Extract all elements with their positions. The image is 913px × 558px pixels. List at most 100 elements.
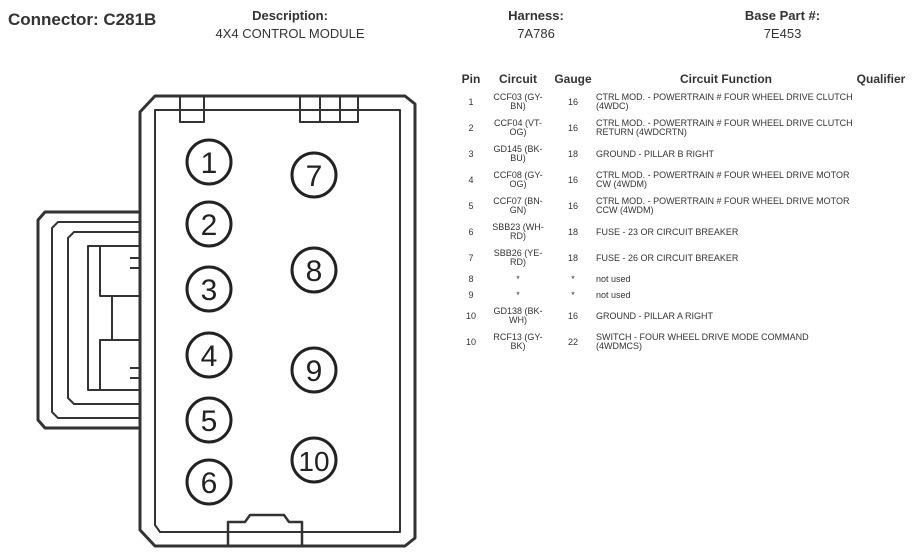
table-row: 1 CCF03 (GY-BN) 16 CTRL MOD. - POWERTRAIN #… xyxy=(456,89,906,115)
pin-number-label: 9 xyxy=(306,355,323,388)
pin-1: 1 xyxy=(185,138,233,186)
table-row: 10 RCF13 (GY-BK) 22 SWITCH - FOUR WHEEL DRI… xyxy=(456,329,906,355)
circuit-cell: * xyxy=(516,273,520,284)
function-cell: GROUND - PILLAR A RIGHT xyxy=(596,310,714,321)
function-cell: CTRL MOD. - POWERTRAIN # FOUR WHEEL DRIV… xyxy=(596,118,853,137)
gauge-cell: * xyxy=(571,273,575,284)
function-cell: FUSE - 23 OR CIRCUIT BREAKER xyxy=(596,226,739,237)
pin-2: 2 xyxy=(185,200,233,248)
table-row: 10 GD138 (BK-WH) 16 GROUND - PILLAR A RIGHT xyxy=(456,303,906,329)
function-cell: GROUND - PILLAR B RIGHT xyxy=(596,148,715,159)
pin-cell: 5 xyxy=(468,200,474,211)
pin-cell: 2 xyxy=(468,122,474,133)
gauge-cell: 16 xyxy=(567,96,578,107)
pin-circle xyxy=(185,396,233,444)
qualifier-cell xyxy=(856,245,906,271)
qualifier-cell xyxy=(856,303,906,329)
circuit-cell: SBB23 (WH-RD) xyxy=(492,222,544,241)
pin-circle xyxy=(185,331,233,379)
pin-circle xyxy=(290,246,338,294)
pin-cell: 4 xyxy=(468,174,474,185)
gauge-column-header: Gauge xyxy=(554,72,592,86)
pin-cell: 9 xyxy=(468,289,474,300)
harness-block: Harness: 7A786 xyxy=(476,8,596,41)
circuit-cell: CCF08 (GY-OG) xyxy=(493,170,543,189)
pin-number-label: 6 xyxy=(201,467,218,500)
circuit-cell: SBB26 (YE-RD) xyxy=(493,248,543,267)
gauge-cell: 16 xyxy=(567,174,578,185)
description-block: Description: 4X4 CONTROL MODULE xyxy=(195,8,385,41)
pin-cell: 7 xyxy=(468,252,474,263)
pin-cell: 8 xyxy=(468,273,474,284)
pin-cell: 10 xyxy=(465,310,476,321)
function-cell: CTRL MOD. - POWERTRAIN # FOUR WHEEL DRIV… xyxy=(596,92,853,111)
qualifier-cell xyxy=(856,271,906,287)
pin-number-label: 2 xyxy=(201,209,218,242)
pin-circle xyxy=(290,436,338,484)
pin-4: 4 xyxy=(185,331,233,379)
pin-8: 8 xyxy=(290,246,338,294)
pin-circle xyxy=(185,200,233,248)
gauge-cell: 16 xyxy=(567,200,578,211)
pin-3: 3 xyxy=(185,265,233,313)
qualifier-cell xyxy=(856,141,906,167)
qualifier-cell xyxy=(856,89,906,115)
circuit-column-header: Circuit xyxy=(498,72,537,86)
connector-housing xyxy=(36,94,417,548)
pin-number-label: 7 xyxy=(306,160,323,193)
qualifier-cell xyxy=(856,287,906,303)
circuit-cell: CCF03 (GY-BN) xyxy=(493,92,543,111)
gauge-cell: 18 xyxy=(567,252,578,263)
pin-10: 10 xyxy=(290,436,338,484)
pin-number-label: 8 xyxy=(306,255,323,288)
circuit-cell: GD138 (BK-WH) xyxy=(493,306,543,325)
qualifier-cell xyxy=(856,219,906,245)
pin-cell: 10 xyxy=(465,336,476,347)
table-row: 9**not used xyxy=(456,287,906,303)
gauge-cell: 18 xyxy=(567,148,578,159)
pin-cell: 6 xyxy=(468,226,474,237)
pin-5: 5 xyxy=(185,396,233,444)
harness-label: Harness: xyxy=(508,8,564,23)
pin-6: 6 xyxy=(185,458,233,506)
pin-circle xyxy=(185,458,233,506)
pin-circle xyxy=(290,151,338,199)
gauge-cell: 22 xyxy=(567,336,578,347)
circuit-cell: CCF07 (BN-GN) xyxy=(493,196,543,215)
pin-number-label: 10 xyxy=(298,446,329,477)
connector-title: Connector: C281B xyxy=(8,10,157,29)
qualifier-cell xyxy=(856,329,906,355)
pin-layer: 1 2 3 4 5 6 7 8 9 10 xyxy=(185,138,338,506)
qualifier-cell xyxy=(856,167,906,193)
pin-circle xyxy=(185,138,233,186)
function-cell: CTRL MOD. - POWERTRAIN # FOUR WHEEL DRIV… xyxy=(596,170,850,189)
gauge-cell: * xyxy=(571,289,575,300)
circuit-cell: CCF04 (VT-OG) xyxy=(493,118,542,137)
harness-value: 7A786 xyxy=(517,26,555,41)
pin-circle xyxy=(290,346,338,394)
description-label: Description: xyxy=(252,8,328,23)
circuit-cell: RCF13 (GY-BK) xyxy=(493,332,543,351)
gauge-cell: 16 xyxy=(567,310,578,321)
pin-number-label: 4 xyxy=(201,340,218,373)
description-value: 4X4 CONTROL MODULE xyxy=(215,26,365,41)
pin-number-label: 3 xyxy=(201,274,218,307)
table-row: 7 SBB26 (YE-RD) 18 FUSE - 26 OR CIRCUIT BRE… xyxy=(456,245,906,271)
function-cell: SWITCH - FOUR WHEEL DRIVE MODE COMMAND (… xyxy=(596,332,809,351)
table-row: 4 CCF08 (GY-OG) 16 CTRL MOD. - POWERTRAIN #… xyxy=(456,167,906,193)
function-cell: FUSE - 26 OR CIRCUIT BREAKER xyxy=(596,252,739,263)
pin-column-header: Pin xyxy=(461,72,481,86)
pin-cell: 1 xyxy=(468,96,474,107)
table-row: 8 * * not used xyxy=(456,271,906,287)
pin-table: Pin Circuit Gauge Circuit Function Quali… xyxy=(456,72,906,355)
pin-circle xyxy=(185,265,233,313)
pin-7: 7 xyxy=(290,151,338,199)
function-cell: CTRL MOD. - POWERTRAIN # FOUR WHEEL DRIV… xyxy=(596,196,850,215)
pin-number-label: 1 xyxy=(201,147,218,180)
table-row: 5 CCF07 (BN-GN) 16 CTRL MOD. - POWERTRAIN #… xyxy=(456,193,906,219)
function-cell: not used xyxy=(596,273,631,284)
function-cell: not used xyxy=(596,289,631,300)
